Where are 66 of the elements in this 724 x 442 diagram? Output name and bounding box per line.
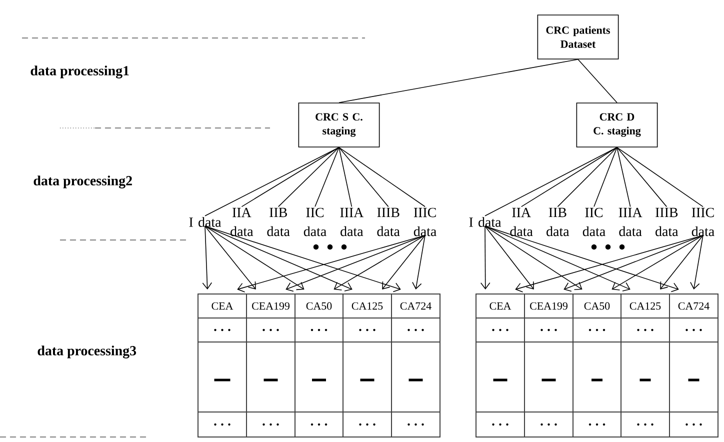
process-box: CRC patients Dataset (537, 14, 619, 60)
arrow (286, 234, 426, 292)
connector-line (578, 59, 618, 103)
stage-label: IIIB data (656, 208, 678, 236)
connector-line (616, 147, 631, 208)
arrow (660, 234, 704, 290)
stage-label: IIC data (304, 208, 326, 236)
column-header: CEA199 (246, 294, 296, 318)
arrow (237, 234, 426, 292)
section-label: data processing2 (34, 176, 132, 188)
connector-line (594, 147, 618, 208)
stage-label: IIIB data (377, 208, 400, 236)
arrow (412, 234, 426, 290)
arrow (204, 226, 304, 290)
stage-label: IIC data (582, 208, 606, 236)
stage-label: IIA data (230, 208, 254, 236)
process-box: CRC D C. staging (576, 102, 658, 148)
connector-line (616, 147, 704, 208)
stage-label: IIIC data (692, 208, 714, 236)
arrow (484, 226, 534, 290)
arrow (204, 226, 256, 290)
column-header: CA125 (342, 294, 392, 318)
stage-label: IIIA data (340, 208, 364, 236)
stage-label: I data (189, 217, 222, 227)
column-header: CA50 (572, 294, 622, 318)
connector-line (338, 147, 352, 208)
column-header: CEA199 (524, 294, 574, 318)
connector-line (338, 59, 578, 103)
column-header: CA50 (294, 294, 344, 318)
connector-line (557, 147, 618, 208)
connector-line (520, 147, 618, 208)
stage-label: IIB data (546, 208, 570, 236)
arrow (204, 226, 352, 292)
stage-label: IIIA data (618, 208, 642, 236)
connector-line (278, 147, 340, 208)
column-header: CA724 (669, 294, 718, 318)
arrow (484, 226, 630, 292)
arrow (204, 226, 401, 292)
connector-line (204, 147, 340, 216)
arrow (484, 226, 582, 290)
arrow (382, 234, 426, 290)
stage-label: IIIC data (414, 208, 436, 236)
column-header: CA724 (391, 294, 440, 318)
arrow (480, 226, 490, 290)
arrow (484, 226, 679, 292)
arrow (515, 234, 704, 292)
arrow (202, 226, 212, 290)
arrow (564, 234, 704, 292)
stage-label: IIA data (510, 208, 533, 236)
process-box: CRC S C. staging (298, 102, 380, 148)
connector-line (241, 147, 340, 208)
section-label: data processing3 (38, 346, 136, 358)
stage-label: IIB data (267, 208, 290, 236)
connector-line (314, 147, 340, 208)
stage-label: I data (469, 217, 502, 227)
column-header: CEA (198, 294, 247, 318)
column-header: CA125 (620, 294, 670, 318)
section-label: data processing1 (30, 66, 129, 78)
arrow (690, 234, 704, 290)
connector-line (616, 147, 668, 208)
arrow (612, 234, 704, 290)
connector-line (338, 147, 426, 208)
column-header: CEA (476, 294, 525, 318)
connector-line (484, 147, 618, 216)
arrow (334, 234, 426, 290)
connector-line (338, 147, 389, 208)
